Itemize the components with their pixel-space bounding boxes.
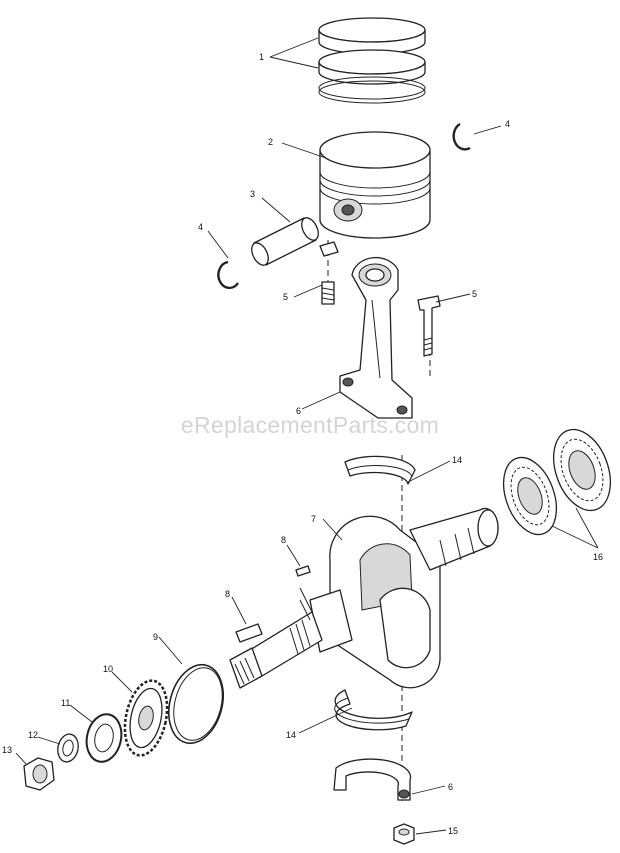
callout-4-left: 4 bbox=[198, 222, 203, 232]
crankshaft[interactable] bbox=[229, 507, 499, 689]
callout-5-right: 5 bbox=[472, 289, 477, 299]
callout-10: 10 bbox=[103, 664, 113, 674]
pin-lock-tab[interactable] bbox=[319, 241, 339, 257]
callout-12: 12 bbox=[28, 730, 38, 740]
drive-gear[interactable] bbox=[119, 677, 174, 760]
leader-lines bbox=[15, 37, 599, 835]
piston-rings[interactable] bbox=[318, 17, 426, 104]
callout-2: 2 bbox=[268, 137, 273, 147]
callout-9: 9 bbox=[153, 632, 158, 642]
key-lower[interactable] bbox=[235, 623, 263, 643]
piston-pin[interactable] bbox=[248, 215, 321, 268]
callout-labels: 1 2 3 4 4 5 5 6 6 7 8 8 9 10 11 12 13 14… bbox=[2, 52, 603, 836]
callout-8-lower: 8 bbox=[225, 589, 230, 599]
callout-3: 3 bbox=[250, 189, 255, 199]
callout-16: 16 bbox=[593, 552, 603, 562]
rod-cap[interactable] bbox=[333, 758, 412, 801]
circlip-left[interactable] bbox=[217, 260, 239, 290]
ball-bearing-small[interactable] bbox=[494, 450, 566, 542]
callout-14-upper: 14 bbox=[452, 455, 462, 465]
circlip-right[interactable] bbox=[452, 122, 471, 151]
callout-6-upper: 6 bbox=[296, 406, 301, 416]
callout-4-right: 4 bbox=[505, 119, 510, 129]
callout-13: 13 bbox=[2, 745, 12, 755]
callout-7: 7 bbox=[311, 514, 316, 524]
callout-6-lower: 6 bbox=[448, 782, 453, 792]
bearing-shell-lower[interactable] bbox=[334, 689, 413, 731]
key-upper[interactable] bbox=[295, 565, 311, 577]
bolt-right[interactable] bbox=[417, 295, 441, 357]
lock-washer[interactable] bbox=[82, 711, 125, 765]
callout-8-upper: 8 bbox=[281, 535, 286, 545]
callout-5-left: 5 bbox=[283, 292, 288, 302]
callout-11: 11 bbox=[61, 698, 70, 708]
callout-14-lower: 14 bbox=[286, 730, 296, 740]
bearing-shell-upper[interactable] bbox=[344, 455, 416, 485]
bolt-left[interactable] bbox=[321, 281, 335, 305]
crank-nut[interactable] bbox=[23, 757, 55, 791]
ball-bearing-large[interactable] bbox=[543, 422, 620, 519]
callout-15: 15 bbox=[448, 826, 458, 836]
piston[interactable] bbox=[319, 131, 431, 239]
callout-1: 1 bbox=[259, 52, 264, 62]
flat-washer[interactable] bbox=[55, 732, 80, 764]
connecting-rod[interactable] bbox=[339, 256, 413, 419]
cap-nut[interactable] bbox=[393, 823, 415, 845]
o-ring[interactable] bbox=[161, 659, 232, 750]
